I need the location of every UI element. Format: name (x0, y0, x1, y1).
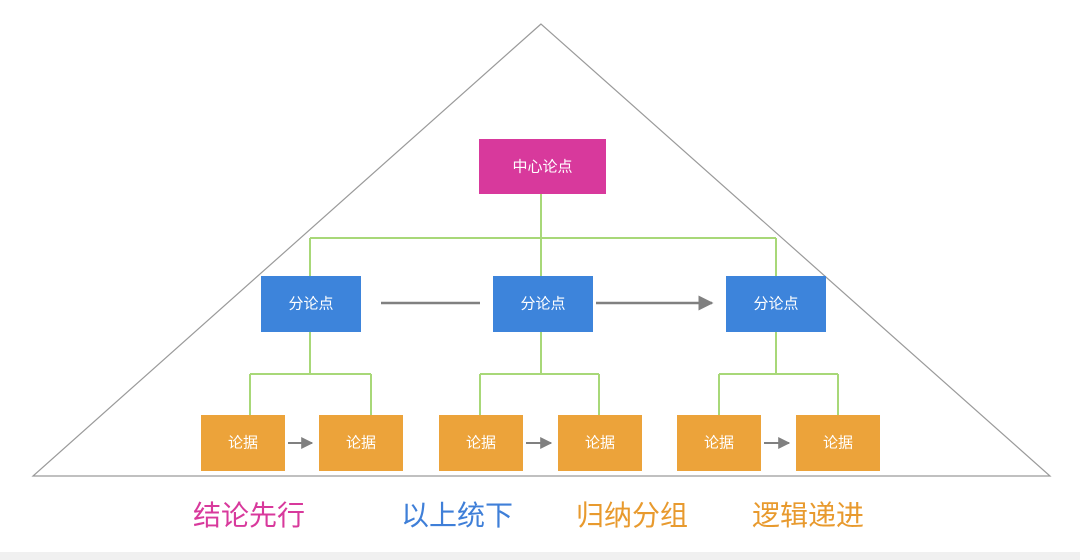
evidence-label: 论据 (466, 434, 496, 452)
pyramid-outline (31, 23, 1052, 477)
center-label: 中心论点 (512, 158, 572, 176)
bottom-strip (0, 552, 1080, 560)
evidence-label: 论据 (823, 434, 853, 452)
sub-label: 分论点 (288, 295, 333, 313)
principle-conclusion-first: 结论先行 (193, 499, 306, 532)
evidence-label: 论据 (585, 434, 615, 452)
evidence-label: 论据 (704, 434, 734, 452)
evidence-node-6: 论据 (796, 415, 880, 471)
evidence-node-5: 论据 (677, 415, 761, 471)
evidence-node-1: 论据 (201, 415, 285, 471)
sub-label: 分论点 (520, 295, 565, 313)
sub-node-2: 分论点 (493, 276, 593, 332)
sub-label: 分论点 (753, 295, 798, 313)
principle-logical-progression: 逻辑递进 (752, 499, 865, 532)
center-connectors (309, 194, 777, 276)
evidence-label: 论据 (346, 434, 376, 452)
center-node: 中心论点 (479, 139, 606, 194)
principle-top-down: 以上统下 (401, 499, 514, 532)
evidence-node-2: 论据 (319, 415, 403, 471)
principle-grouping: 归纳分组 (576, 499, 689, 532)
sub-connectors (249, 332, 839, 415)
sub-node-1: 分论点 (261, 276, 361, 332)
evidence-node-4: 论据 (558, 415, 642, 471)
evidence-node-3: 论据 (439, 415, 523, 471)
sub-node-3: 分论点 (726, 276, 826, 332)
center-box (479, 139, 606, 194)
evidence-label: 论据 (228, 434, 258, 452)
